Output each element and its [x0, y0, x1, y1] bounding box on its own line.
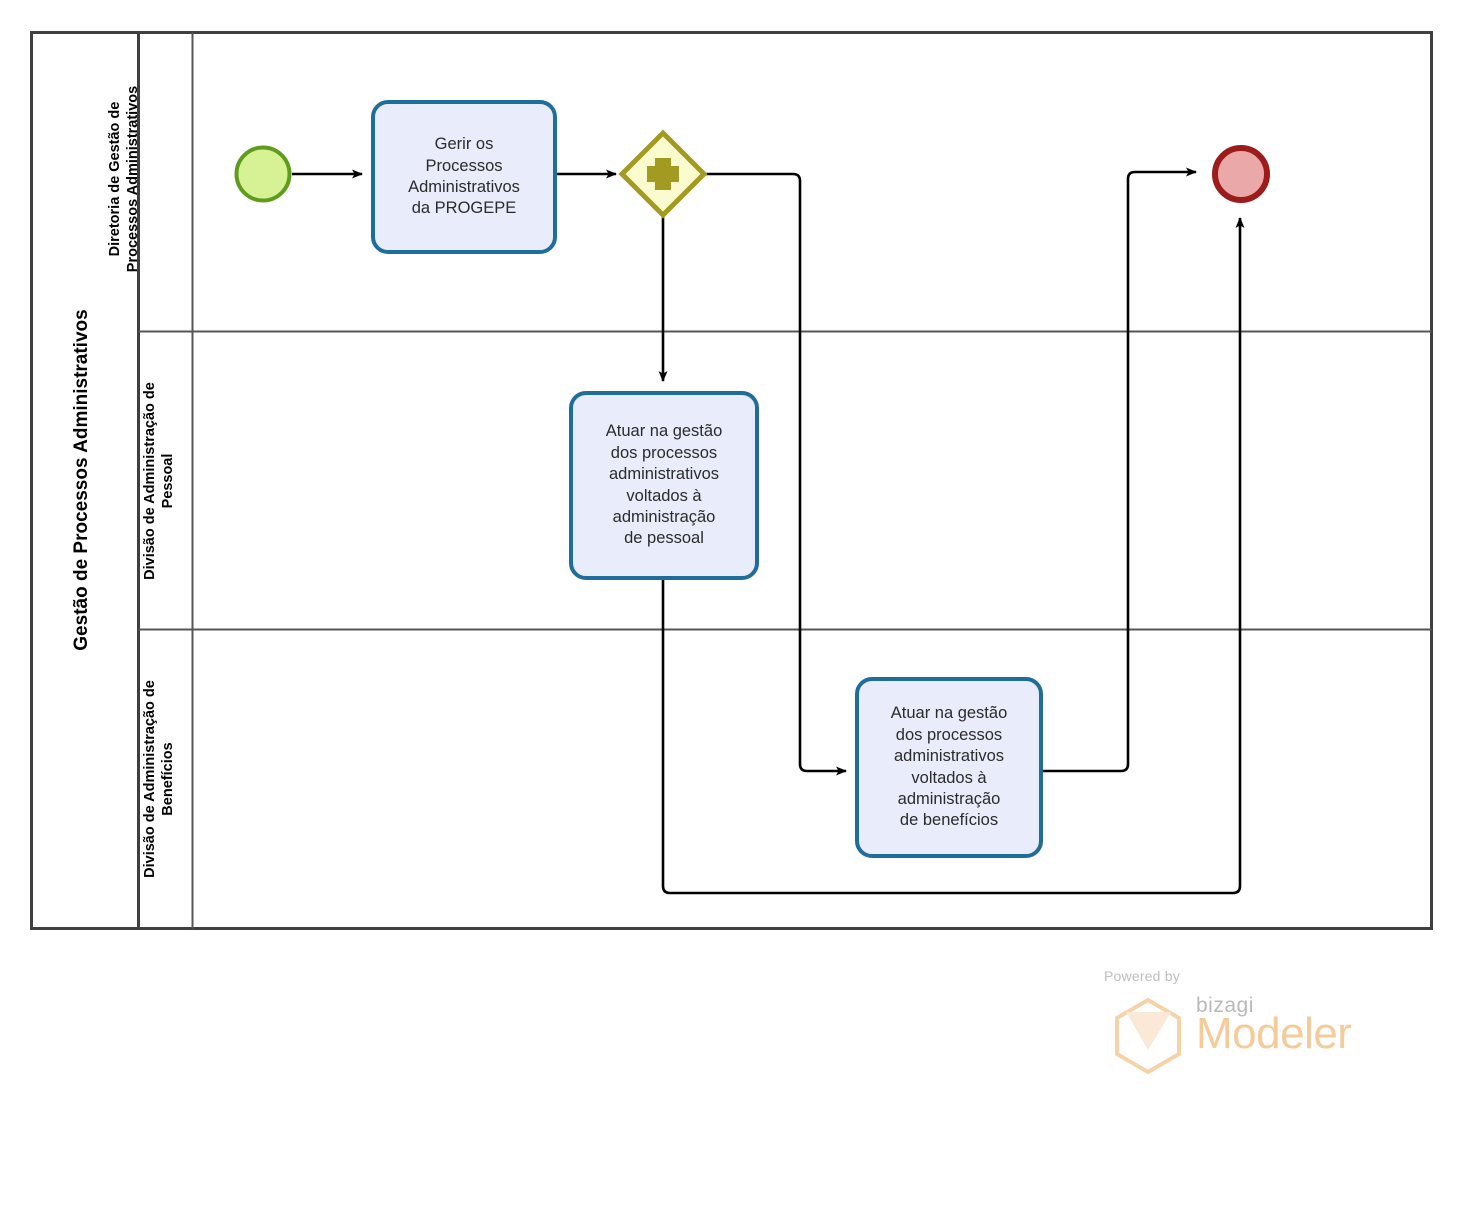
- flow-gateway-to-beneficios: [706, 172, 847, 776]
- sequence-flows: [292, 167, 1245, 895]
- bizagi-brand-label: bizagi: [1196, 994, 1254, 1017]
- task-gestao-beneficios-shape[interactable]: [855, 677, 1043, 858]
- gateway-plus-icon: [647, 158, 679, 190]
- powered-by-label: Powered by: [1104, 968, 1180, 984]
- start-event[interactable]: [234, 145, 292, 203]
- parallel-gateway[interactable]: [618, 129, 708, 219]
- bizagi-logo-icon: [1115, 997, 1181, 1075]
- modeler-product-label: Modeler: [1196, 1009, 1352, 1058]
- end-event[interactable]: [1212, 145, 1270, 203]
- bizagi-watermark: Powered by bizagi Modeler: [1104, 968, 1364, 1068]
- task-gerir-processos-shape[interactable]: [371, 100, 557, 254]
- flow-beneficios-to-end: [1041, 167, 1197, 773]
- end-event-circle[interactable]: [1212, 145, 1270, 203]
- task-shapes: [371, 100, 1043, 858]
- flow-pessoal-to-end: [661, 217, 1245, 895]
- start-event-circle[interactable]: [234, 145, 292, 203]
- task-gestao-pessoal-shape[interactable]: [569, 391, 759, 580]
